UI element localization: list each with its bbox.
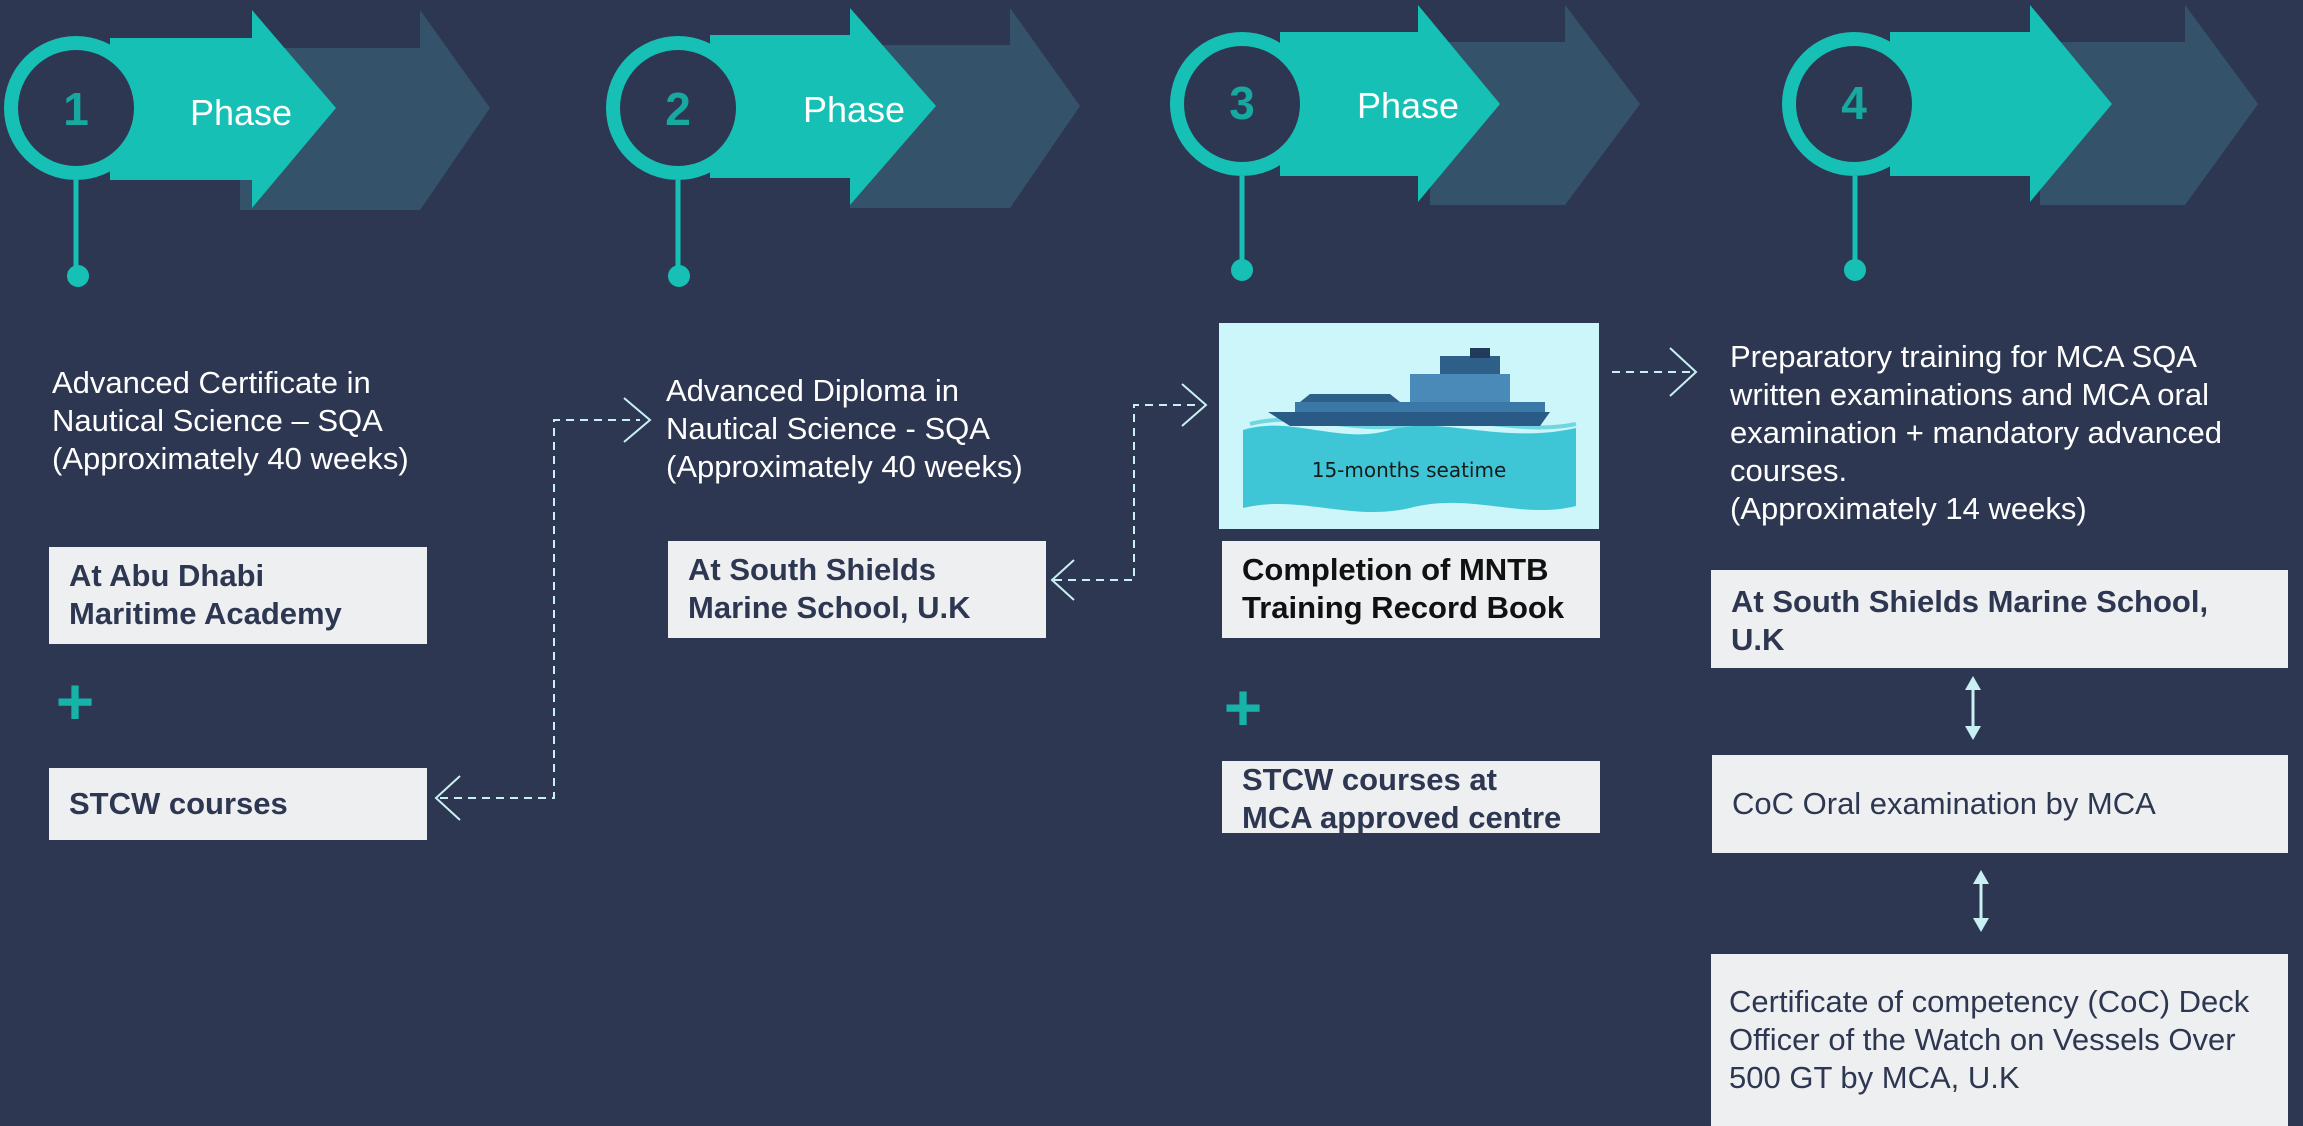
phase-1-circle-inner [18,50,134,166]
phase-3-plus-icon: + [1223,670,1263,744]
phase-3-arrow [1280,5,1500,202]
phase-3-label: Phase [1357,85,1460,126]
phase-3-circle-inner [1184,46,1300,162]
phase-4-description: Preparatory training for MCA SQA written… [1730,339,2223,526]
connector-arrowhead-stcw [434,775,461,821]
connector-arrowhead-phase-3 [1181,383,1208,427]
phase-1-stcw-box: STCW courses [49,768,427,840]
phase-2-circle-inner [620,50,736,166]
connector-arrowhead-phase-4 [1669,347,1698,397]
phase-1-label: Phase [190,92,293,133]
connector-arrowhead-south-shields [1050,559,1075,601]
connector-arrowhead-phase-2 [623,397,652,443]
phase-1-plus-icon: + [55,664,95,738]
phase-1-header [4,10,490,287]
connector-phase-2-to-phase-3 [1054,404,1200,581]
phase-4-arrow [1890,5,2112,202]
phase-4-oral-exam-box: CoC Oral examination by MCA [1712,755,2288,853]
phase-3-stcw-box: STCW courses at MCA approved centre [1222,761,1600,835]
phase-2-label: Phase [803,89,906,130]
phase-2-arrow [710,8,936,205]
phase-3-number: 3 [1229,77,1255,129]
phase-3-pin-dot [1231,259,1253,281]
phase-1-number: 1 [63,83,89,135]
phase-3-shadow-arrow [1430,5,1640,205]
phase-1-arrow [110,10,336,208]
phase-2-header [606,8,1080,287]
phase-1-description: Advanced Certificate in Nautical Science… [52,365,409,476]
connector-stcw-to-phase-2 [440,419,640,799]
phase-4-certificate-box: Certificate of competency (CoC) Deck Off… [1711,954,2288,1126]
phase-4-number: 4 [1841,77,1867,129]
ship-image [1219,323,1599,529]
phase-1-shadow-arrow [240,10,490,210]
phase-4-pin-dot [1844,259,1866,281]
phase-4-circle-inner [1796,46,1912,162]
double-arrow-2 [1973,870,1989,932]
phase-4-shadow-arrow [2040,5,2258,205]
phase-3-header [1170,5,1640,281]
phase-2-description: Advanced Diploma in Nautical Science - S… [666,373,1023,484]
double-arrow-1 [1965,676,1981,740]
phase-2-number: 2 [665,83,691,135]
phase-4-location-box: At South Shields Marine School, U.K [1711,570,2288,668]
phase-3-completion-box: Completion of MNTB Training Record Book [1222,541,1600,638]
phase-1-pin-dot [67,265,89,287]
phase-3-image-caption: 15-months seatime [1311,458,1507,482]
phase-2-pin-dot [668,265,690,287]
phase-4-header [1782,5,2258,281]
phase-2-location-box: At South Shields Marine School, U.K [668,541,1046,638]
phase-1-location-box: At Abu Dhabi Maritime Academy [49,547,427,644]
phase-2-shadow-arrow [850,8,1080,208]
